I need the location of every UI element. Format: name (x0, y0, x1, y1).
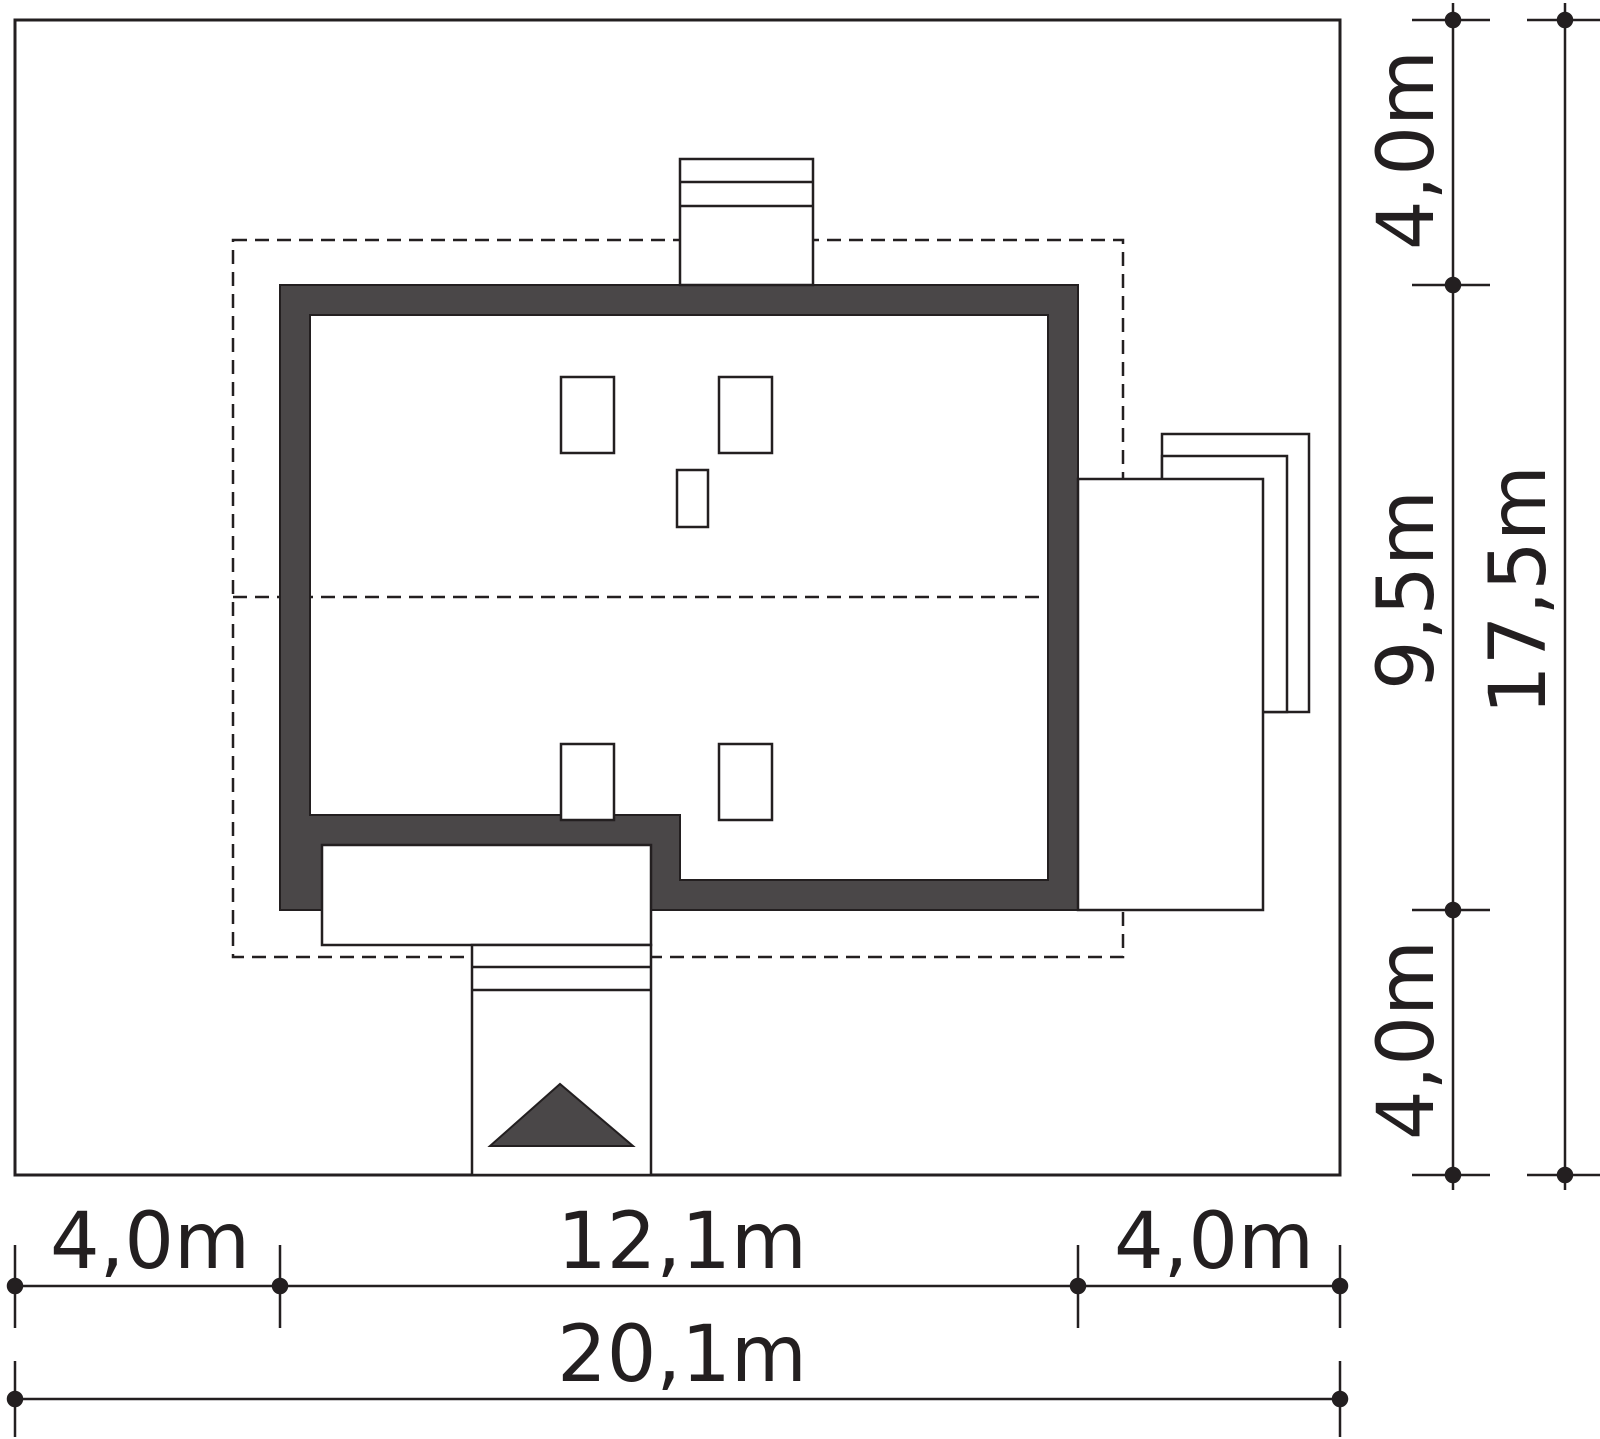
dim-bottom-total: 20,1m (557, 1310, 807, 1400)
dim-right-total: 17,5m (1474, 465, 1564, 715)
plot-boundary (13, 18, 1342, 1177)
dim-bottom-center: 12,1m (557, 1197, 807, 1287)
front-porch (320, 843, 653, 947)
side-terrace (1076, 432, 1311, 912)
roof-outline (231, 238, 1125, 959)
right-dimension-column (1412, 3, 1600, 1190)
dim-right-top: 4,0m (1362, 50, 1452, 250)
dim-bottom-right: 4,0m (1114, 1197, 1314, 1287)
dim-right-middle: 9,5m (1362, 490, 1452, 690)
rear-stairs (678, 157, 815, 287)
roof-window (717, 375, 774, 455)
roof-window (717, 742, 774, 822)
entrance-arrow-icon (487, 1082, 636, 1147)
roof-window (559, 742, 616, 822)
roof-windows (559, 375, 774, 822)
roof-window (559, 375, 616, 455)
dim-bottom-left: 4,0m (50, 1197, 250, 1287)
bottom-dimension-row (6, 1245, 1349, 1437)
chimney (675, 468, 710, 529)
dim-right-bottom: 4,0m (1362, 940, 1452, 1140)
